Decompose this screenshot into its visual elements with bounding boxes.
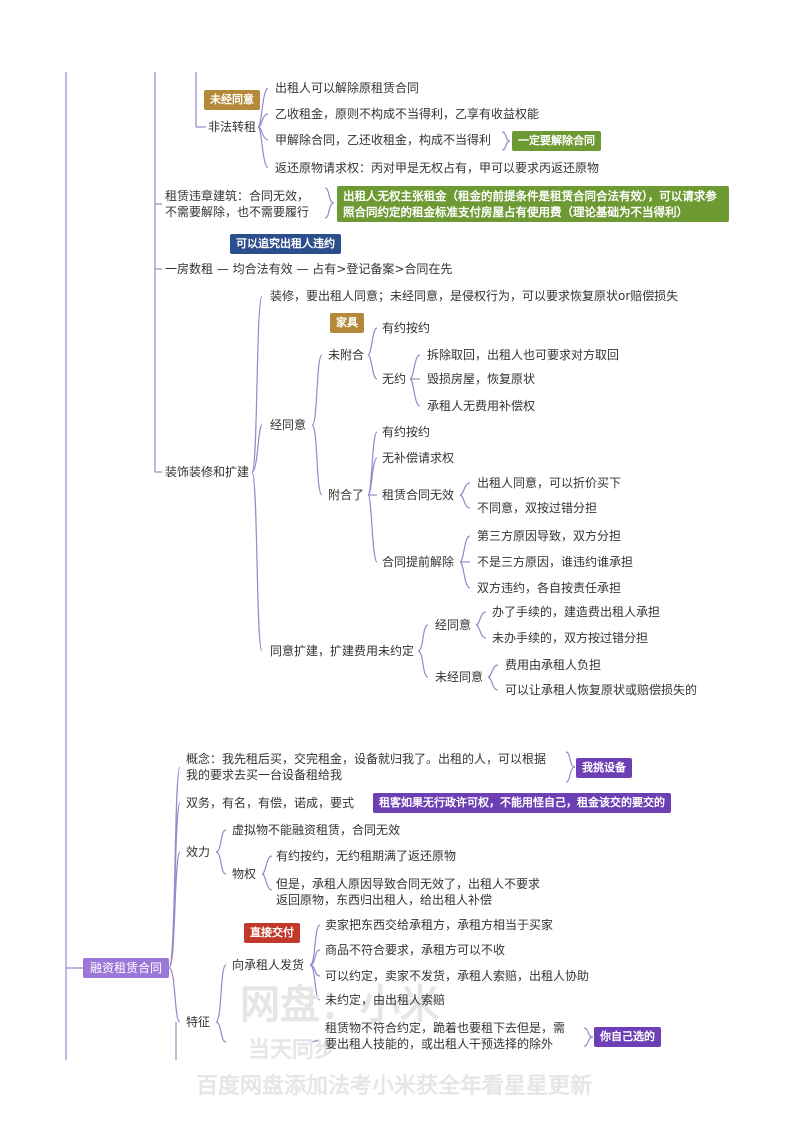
node-xn: 虚拟物不能融资租赁，合同无效: [232, 823, 401, 837]
node-tiqian-2: 不是三方原因，谁违约谁承担: [477, 555, 634, 569]
tag-wotiao: 我挑设备: [576, 758, 632, 778]
node-kj-jty-1: 办了手续的，建造费出租人承担: [492, 605, 661, 619]
node-n4: 返还原物请求权：丙对甲是无权占有，甲可以要求丙返还原物: [275, 161, 600, 175]
tag-weijingtongyi: 未经同意: [204, 90, 260, 110]
node-wfh: 未附合: [328, 348, 365, 362]
node-illegal-sublease: 非法转租: [208, 120, 257, 134]
node-wq-2b: 返回原物，东西归出租人，给出租人补偿: [276, 893, 493, 907]
node-wq-2a: 但是，承租人原因导致合同无效了，出租人不要求: [276, 877, 541, 891]
node-yifang: 一房数租 — 均合法有效 — 占有>登记备案>合同在先: [165, 262, 453, 276]
tag-zhijie: 直接交付: [244, 923, 300, 943]
node-goods-3: 可以约定，卖家不发货，承租人索赔，出租人协助: [325, 969, 590, 983]
node-fh-1: 有约按约: [382, 425, 431, 439]
node-wuyue-2: 毁损房屋，恢复原状: [427, 372, 536, 386]
node-wuyue-1: 拆除取回，出租人也可要求对方取回: [427, 348, 620, 362]
node-wuyue-3: 承租人无费用补偿权: [427, 399, 536, 413]
tag-zukezhiquan: 租客如果无行政许可权，不能用怪自己，租金该交的要交的: [373, 793, 671, 813]
node-fh: 附合了: [328, 488, 365, 502]
node-kj: 同意扩建，扩建费用未约定: [270, 644, 415, 658]
node-kj-jty: 经同意: [435, 618, 472, 632]
node-n1: 出租人可以解除原租赁合同: [275, 81, 420, 95]
node-tiqian: 合同提前解除: [382, 555, 455, 569]
node-wq-1: 有约按约，无约租期满了返还原物: [276, 849, 457, 863]
node-zlw-1: 租赁物不符合约定，跪着也要租下去但是，需: [325, 1021, 566, 1035]
node-wuxiao: 租赁合同无效: [382, 488, 455, 502]
node-gn-1: 概念：我先租后买，交完租金，设备就归我了。出租的人，可以根据: [186, 752, 547, 766]
node-gn-2: 我的要求去买一台设备租给我: [186, 768, 343, 782]
node-tiqian-1: 第三方原因导致，双方分担: [477, 529, 622, 543]
root-node: 融资租赁合同: [83, 958, 169, 978]
node-kj-wjty-1: 费用由承租人负担: [505, 658, 602, 672]
node-weigui-2: 不需要解除，也不需要履行: [165, 205, 310, 219]
node-n2: 乙收租金，原则不构成不当得利，乙享有收益权能: [275, 107, 540, 121]
node-tiqian-3: 双方违约，各自按责任承担: [477, 581, 622, 595]
node-wuxiao-1: 出租人同意，可以折价买下: [477, 476, 622, 490]
node-fh-goods: 向承租人发货: [232, 958, 305, 972]
node-wq: 物权: [232, 867, 257, 881]
note-weigui: 出租人无权主张租金（租金的前提条件是租赁合同合法有效），可以请求参照合同约定的租…: [337, 186, 729, 222]
node-sw: 双务，有名，有偿，诺成，要式: [186, 796, 355, 810]
node-goods-2: 商品不符合要求，承租方可以不收: [325, 943, 506, 957]
node-goods-1: 卖家把东西交给承租方，承租方相当于买家: [325, 918, 554, 932]
node-wuyue: 无约: [382, 372, 407, 386]
node-zlw-2: 要出租人技能的，或出租人干预选择的除外: [325, 1037, 554, 1051]
node-tz: 特征: [186, 1015, 211, 1029]
tag-nizijide: 你自己选的: [594, 1027, 661, 1047]
node-goods-4: 未约定，由出租人索赔: [325, 993, 446, 1007]
tag-yiding: 一定要解除合同: [512, 131, 601, 151]
node-fh-2: 无补偿请求权: [382, 451, 455, 465]
node-jty: 经同意: [270, 418, 307, 432]
node-kj-wjty: 未经同意: [435, 670, 484, 684]
node-wfh-1: 有约按约: [382, 321, 431, 335]
tag-jiaju: 家具: [330, 313, 364, 333]
node-wuxiao-2: 不同意，双按过错分担: [477, 501, 598, 515]
node-zhuangxiu: 装修，要出租人同意；未经同意，是侵权行为，可以要求恢复原状or赔偿损失: [270, 289, 679, 303]
node-weigui-1: 租赁违章建筑：合同无效，: [165, 189, 310, 203]
node-kj-wjty-2: 可以让承租人恢复原状或赔偿损失的: [505, 683, 698, 697]
tag-zhuijiu: 可以追究出租人违约: [230, 234, 341, 254]
node-xl: 效力: [186, 845, 211, 859]
node-zxkj: 装饰装修和扩建: [165, 465, 250, 479]
node-kj-jty-2: 未办手续的，双方按过错分担: [492, 631, 649, 645]
node-n3: 甲解除合同，乙还收租金，构成不当得利: [275, 133, 492, 147]
